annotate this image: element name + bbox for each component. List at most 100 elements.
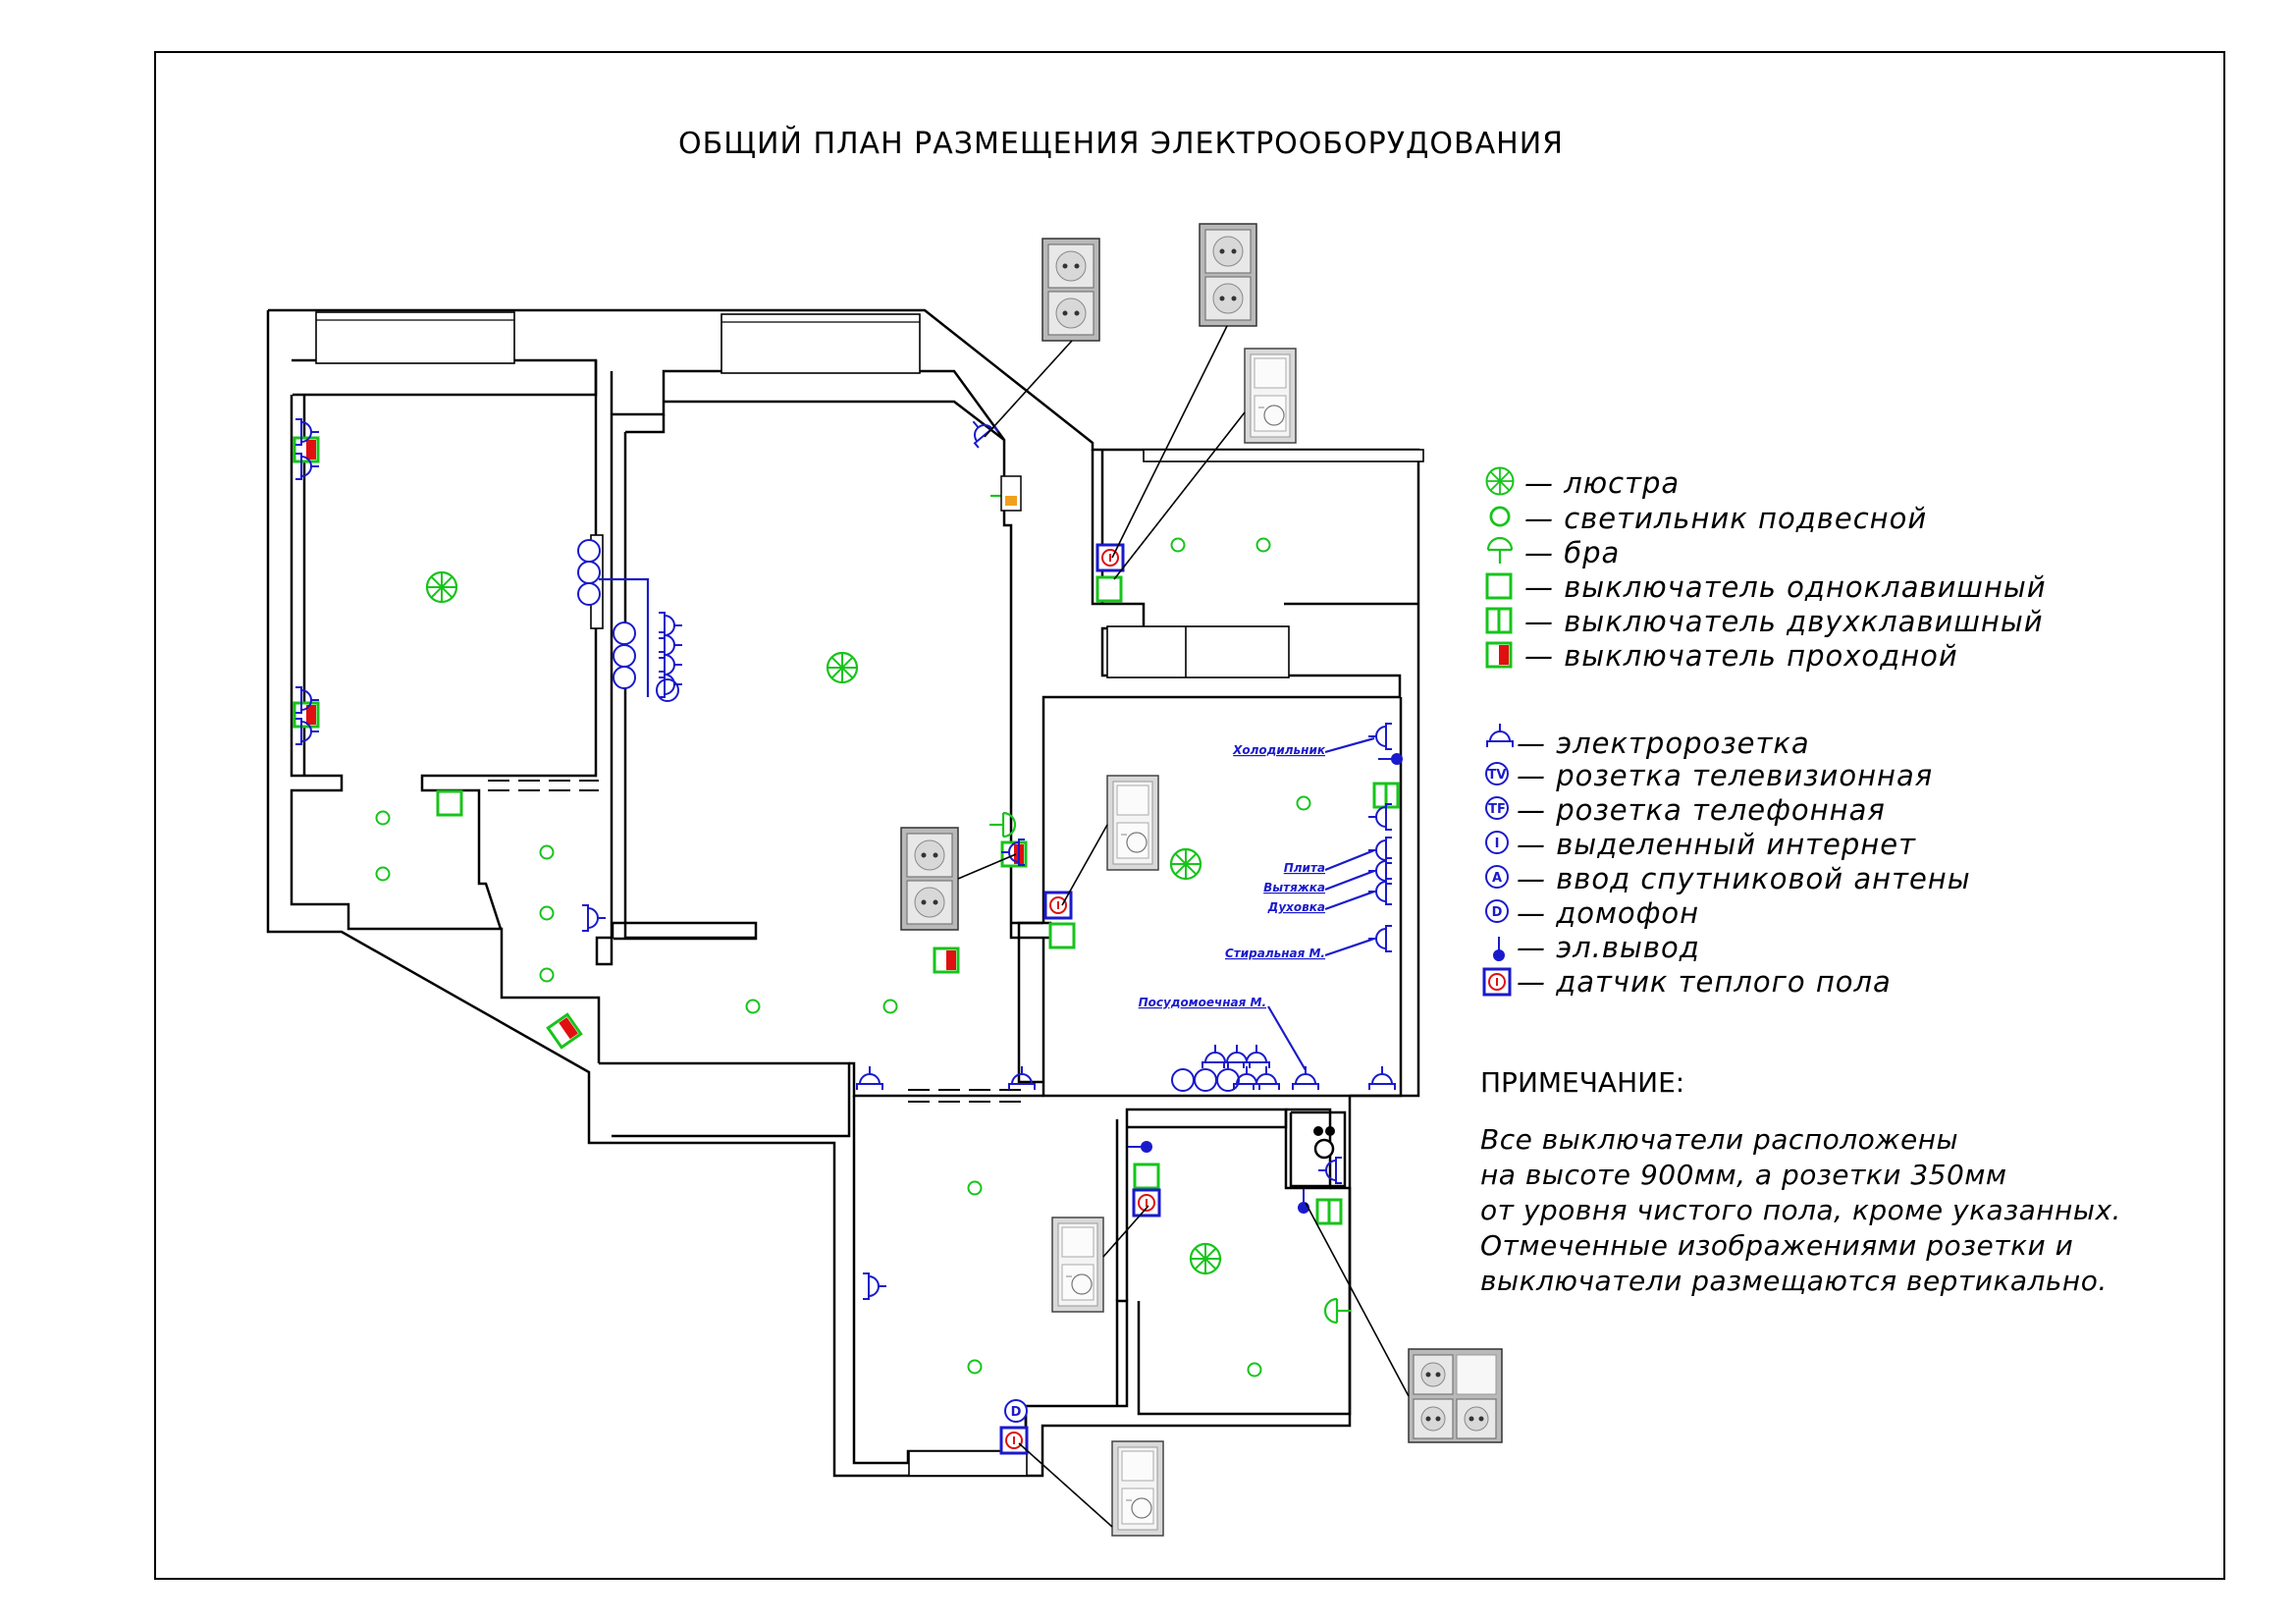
pass-switch-icon (546, 1012, 583, 1050)
fridge-label: Холодильник (1232, 743, 1326, 757)
legend-tv-label: — розетка телевизионная (1517, 759, 1933, 792)
legend: — люстра — светильник подвесной — бра — … (1482, 466, 2047, 999)
tv-socket-icon (577, 582, 601, 606)
double-socket-photo (1041, 238, 1100, 342)
power-outlet-icon (1377, 752, 1404, 766)
pendant-light-icon (539, 905, 555, 921)
legend-single-switch-label: — выключатель одноклавишный (1524, 570, 2047, 604)
chandelier-icon (1189, 1242, 1222, 1275)
washer-label: Стиральная М. (1225, 947, 1325, 960)
note-line: выключатели размещаются вертикально. (1480, 1265, 2108, 1297)
switches (293, 436, 1400, 1225)
chandelier-icon (826, 651, 859, 684)
tv-socket-icon (1194, 1068, 1217, 1092)
device-callouts (900, 223, 1503, 1537)
double-socket-photo (900, 827, 959, 931)
pass-switch-icon (933, 947, 960, 974)
pendant-light-icon (967, 1180, 983, 1196)
appliance-labels: Холодильник Плита Вытяжка Духовка Стирал… (1139, 736, 1375, 1071)
note-block: ПРИМЕЧАНИЕ: Все выключатели расположены … (1480, 1066, 2121, 1297)
internet-socket-icon (1171, 1068, 1195, 1092)
thermostat-photo (1111, 1440, 1164, 1537)
dishwasher-label: Посудомоечная М. (1139, 996, 1266, 1009)
power-outlet-icon (1297, 1188, 1310, 1215)
internet-socket-icon (577, 539, 601, 563)
legend-outlet-label: — эл.вывод (1517, 931, 1700, 964)
sockets: D (294, 411, 1404, 1455)
wall-sconce-icon (1323, 1297, 1353, 1325)
satellite-input-icon (577, 561, 601, 584)
pendant-light-icon (1170, 537, 1186, 553)
legend-internet-symbol: I (1495, 837, 1500, 851)
pendant-light-icon (539, 844, 555, 860)
pendant-light-icon (375, 866, 391, 882)
legend-double-switch-label: — выключатель двухклавишный (1524, 605, 2044, 638)
chandelier-icon (1169, 847, 1202, 881)
legend-antenna-symbol: A (1492, 871, 1502, 886)
legend-antenna-label: — ввод спутниковой антены (1517, 862, 1971, 895)
legend-tf-label: — розетка телефонная (1517, 793, 1886, 827)
single-switch-icon (1048, 922, 1076, 949)
note-line: на высоте 900мм, а розетки 350мм (1480, 1159, 2007, 1191)
legend-internet-label: — выделенный интернет (1517, 828, 1916, 861)
pendant-light-icon (1296, 795, 1311, 811)
floor-sensor-icon (999, 1426, 1029, 1455)
pendant-light-icon (745, 999, 761, 1014)
pass-switch-icon (1485, 641, 1513, 669)
socket-icon (862, 1271, 887, 1301)
legend-intercom-symbol: D (1492, 905, 1503, 920)
floor-sensor-icon (1095, 543, 1125, 572)
chandelier-icon (425, 570, 458, 604)
legend-socket-label: — электророзетка (1517, 727, 1810, 760)
pendant-light-icon (967, 1359, 983, 1375)
wall-sconce-icon (1486, 536, 1514, 566)
pendant-light-icon (539, 967, 555, 983)
socket-icon (1367, 1065, 1397, 1091)
double-socket-photo (1199, 223, 1257, 327)
pendant-light-icon (1489, 506, 1511, 527)
phone-socket-icon (613, 622, 636, 645)
plan-title: ОБЩИЙ ПЛАН РАЗМЕЩЕНИЯ ЭЛЕКТРООБОРУДОВАНИ… (678, 126, 1564, 161)
power-outlet-icon (1492, 936, 1506, 962)
legend-sconce-label: — бра (1524, 536, 1620, 569)
oven-label: Духовка (1267, 900, 1325, 914)
legend-pass-switch-label: — выключатель проходной (1524, 639, 1958, 673)
socket-icon (1485, 723, 1515, 748)
double-switch-icon (1485, 607, 1513, 634)
chandelier-icon (1485, 466, 1515, 496)
note-line: Все выключатели расположены (1480, 1123, 1958, 1156)
internet-socket-icon (613, 644, 636, 668)
single-switch-icon (1133, 1163, 1160, 1190)
note-line: от уровня чистого пола, кроме указанных. (1480, 1194, 2121, 1226)
socket-icon (855, 1065, 884, 1091)
intercom-symbol-label: D (1011, 1405, 1022, 1420)
building-walls (266, 308, 1424, 1478)
pendant-light-icon (1255, 537, 1271, 553)
combo-socket-photo (1408, 1348, 1503, 1443)
single-switch-icon (1485, 572, 1513, 600)
floor-sensor-icon (1482, 967, 1512, 997)
legend-intercom-label: — домофон (1517, 896, 1699, 930)
socket-icon (1367, 722, 1393, 751)
socket-icon (581, 903, 607, 933)
floor-sensor-icon (1132, 1188, 1161, 1217)
lighting-fixtures (375, 482, 1353, 1378)
double-switch-icon (1315, 1198, 1343, 1225)
power-outlet-icon (1127, 1140, 1153, 1154)
pendant-light-icon (882, 999, 898, 1014)
pendant-light-icon (1247, 1362, 1262, 1378)
drawing-frame (154, 51, 2225, 1580)
legend-chandelier-label: — люстра (1524, 466, 1680, 500)
socket-icon (1007, 1065, 1037, 1091)
legend-tv-symbol: TV (1488, 768, 1507, 783)
single-switch-icon (1095, 575, 1123, 603)
note-line: Отмеченные изображениями розетки и (1480, 1229, 2073, 1262)
legend-sensor-label: — датчик теплого пола (1517, 965, 1892, 999)
thermostat-photo (1244, 348, 1297, 444)
hood-label: Вытяжка (1263, 881, 1325, 894)
pendant-light-icon (375, 810, 391, 826)
thermostat-photo (1106, 775, 1159, 871)
satellite-input-icon (1216, 1068, 1240, 1092)
note-heading: ПРИМЕЧАНИЕ: (1480, 1066, 1684, 1099)
